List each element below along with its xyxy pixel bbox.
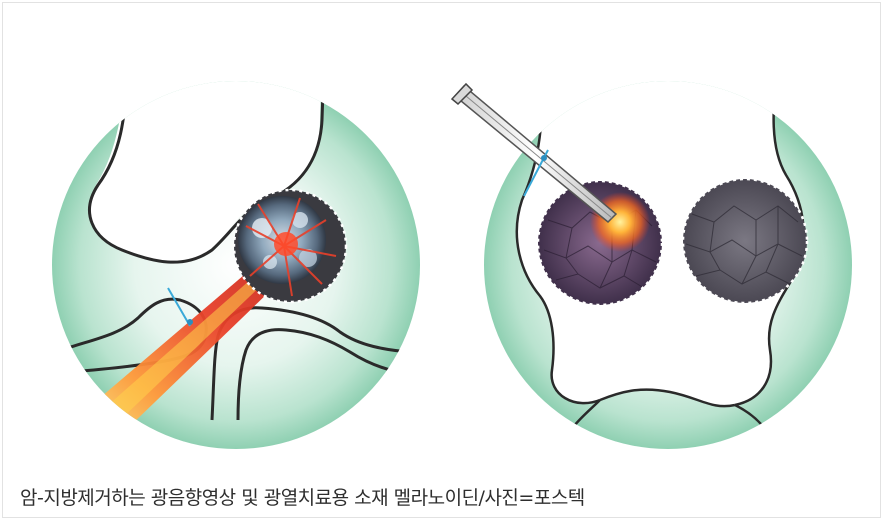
illustration bbox=[0, 0, 885, 470]
image-caption: 암-지방제거하는 광음향영상 및 광열치료용 소재 멜라노이딘/사진=포스텍 bbox=[20, 483, 585, 510]
right-panel bbox=[452, 60, 852, 450]
fat-tissue-right bbox=[683, 179, 807, 303]
tumor-left bbox=[234, 190, 346, 302]
left-panel bbox=[52, 60, 420, 450]
